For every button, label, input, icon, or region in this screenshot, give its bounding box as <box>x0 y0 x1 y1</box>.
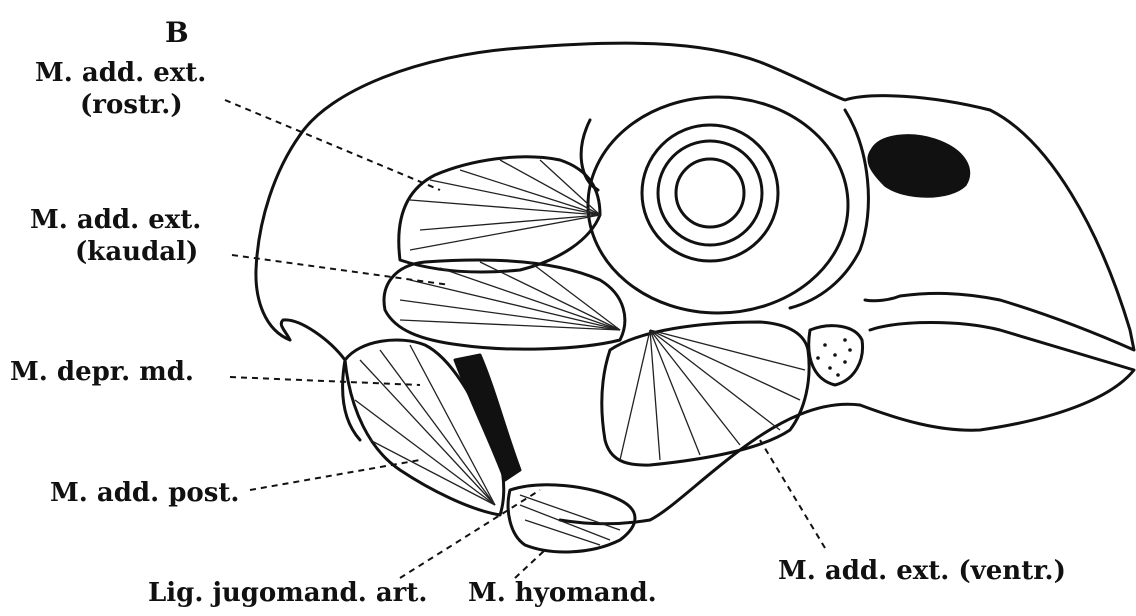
skull-left-edge <box>256 135 300 340</box>
leader-hyomand <box>515 550 545 578</box>
label-add-ext-rostr-2: (rostr.) <box>80 90 183 120</box>
lower-jaw-outline <box>560 323 1134 524</box>
mandible-fan <box>508 485 635 552</box>
leader-rostr <box>225 100 440 190</box>
leader-kaudal <box>232 255 450 285</box>
label-lig-jugomand: Lig. jugomand. art. <box>148 578 427 608</box>
leader-ventr <box>760 440 825 548</box>
rostral-fan <box>399 157 600 272</box>
panel-label: B <box>165 18 189 48</box>
leader-depr <box>230 377 420 385</box>
label-depr-md: M. depr. md. <box>10 357 194 387</box>
label-add-ext-rostr-1: M. add. ext. <box>35 58 206 88</box>
label-hyomand: M. hyomand. <box>468 578 657 608</box>
eye-ring-2 <box>658 141 762 245</box>
eye-pupil <box>676 159 744 227</box>
label-add-post: M. add. post. <box>50 478 239 508</box>
label-add-ext-ventr: M. add. ext. (ventr.) <box>778 556 1066 586</box>
nostril <box>869 136 969 197</box>
leader-lig <box>400 490 540 578</box>
eye-ring-1 <box>642 125 778 261</box>
jaw-joint-dark <box>455 355 520 480</box>
eye-orbit <box>588 97 848 313</box>
leader-post <box>250 460 420 490</box>
label-add-ext-kaudal-1: M. add. ext. <box>30 205 201 235</box>
label-add-ext-kaudal-2: (kaudal) <box>75 237 198 267</box>
ventral-fan <box>602 322 809 465</box>
